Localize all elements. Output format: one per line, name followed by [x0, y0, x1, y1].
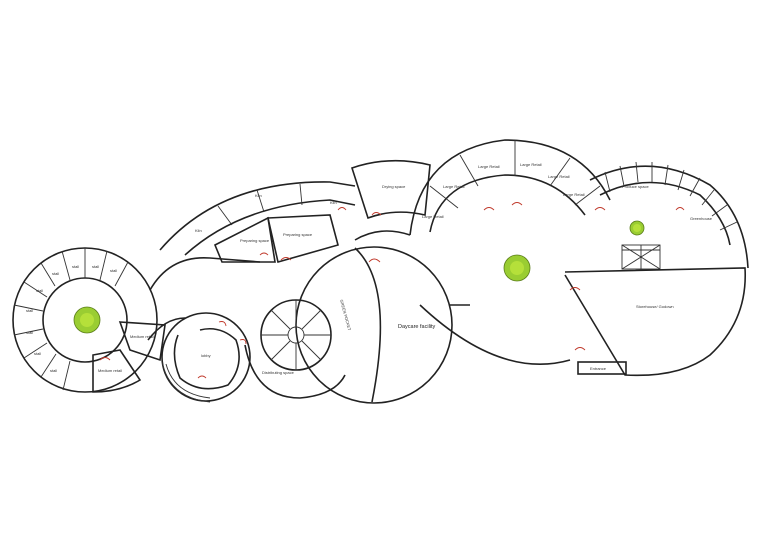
distributing-block: Distributing space — [244, 344, 346, 399]
large-retail-label-3: Large Retail — [478, 164, 500, 169]
large-retail-label-5: Large Retail — [548, 174, 570, 179]
kiln-label-3: Kiln — [330, 200, 337, 205]
stall-label-5: stall — [36, 288, 43, 293]
medium-retail-label-2: Medium retail — [130, 334, 154, 339]
lobby-label: lobby — [201, 353, 211, 358]
preparing-space-label-1: Preparing space — [240, 238, 270, 243]
kiln-label-2: Kiln — [255, 193, 262, 198]
greenhouse-label: Greenhouse — [690, 216, 713, 221]
greenhouse-ring: Produce space Greenhouse — [589, 161, 749, 270]
large-retail-label-4: Large Retail — [520, 162, 542, 167]
large-retail-label-1: Large Retail — [422, 214, 444, 219]
spiral-stair — [260, 299, 332, 371]
left-stall-ring: stall stall stall stall stall stall stal… — [12, 247, 158, 393]
medium-retail-label-1: Medium retail — [98, 368, 122, 373]
storehouse-block: Storehouse/ Godown Entrance — [564, 267, 747, 377]
stall-label-8: stall — [34, 351, 41, 356]
green-pocket-label: GREEN POCKET — [339, 299, 352, 332]
kiln-label-1: Kiln — [195, 228, 202, 233]
large-retail-label-2: Large Retail — [443, 184, 465, 189]
entrance-label: Entrance — [590, 366, 607, 371]
daycare-label: Daycare facility — [398, 324, 436, 330]
preparing-space-block: Preparing space Preparing space — [213, 214, 339, 263]
distributing-label: Distributing space — [262, 370, 295, 375]
stall-label-6: stall — [26, 308, 33, 313]
drying-space-block: Drying space — [350, 159, 431, 220]
daycare-block: Daycare facility GREEN POCKET — [295, 246, 453, 404]
large-retail-ring: Large Retail Large Retail Large Retail L… — [409, 139, 611, 282]
lobby-block: lobby — [161, 312, 251, 403]
drying-space-label: Drying space — [382, 184, 406, 189]
stall-label-7: stall — [26, 330, 33, 335]
stall-label-9: stall — [50, 368, 57, 373]
entrance-block — [577, 361, 627, 375]
kiln-block: Kiln Kiln Kiln — [159, 181, 356, 256]
large-retail-label-6: Large Retail — [563, 192, 585, 197]
stall-label-3: stall — [110, 268, 117, 273]
preparing-space-label-2: Preparing space — [283, 232, 313, 237]
storehouse-label: Storehouse/ Godown — [636, 304, 674, 309]
door-swings — [99, 202, 685, 379]
medium-retail-block: Medium retail Medium retail — [92, 321, 166, 393]
stall-label-2: stall — [92, 264, 99, 269]
stall-label-4: stall — [52, 271, 59, 276]
stall-label-1: stall — [72, 264, 79, 269]
produce-space-label: Produce space — [622, 184, 649, 189]
